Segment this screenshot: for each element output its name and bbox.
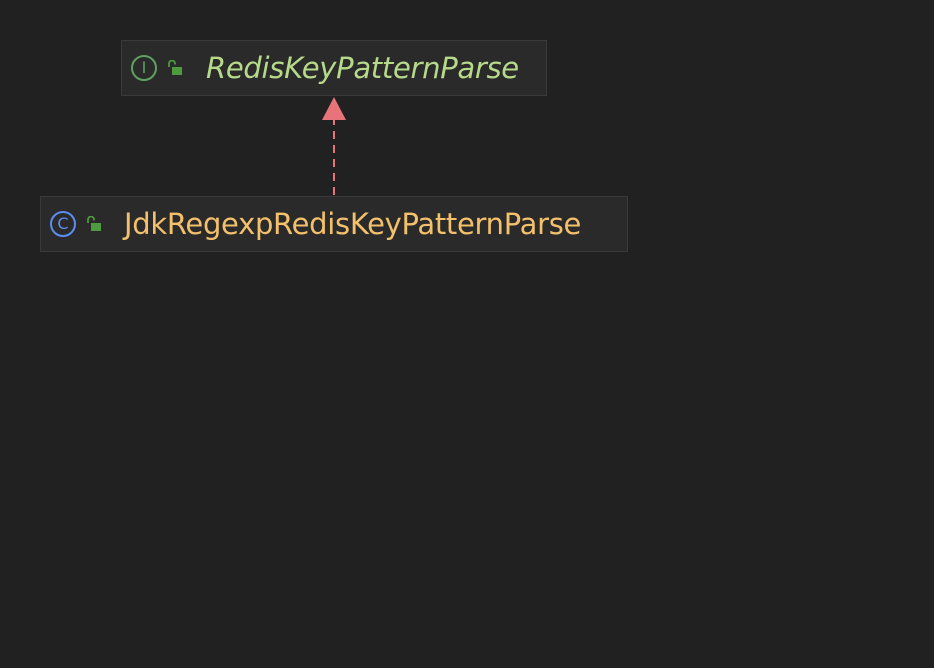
unlocked-padlock-icon bbox=[168, 60, 182, 75]
class-kind-icon: C bbox=[50, 211, 76, 237]
class-node[interactable]: C JdkRegexpRedisKeyPatternParse bbox=[40, 196, 628, 252]
hollow-triangle-arrowhead bbox=[322, 97, 346, 120]
unlocked-padlock-icon bbox=[87, 216, 101, 231]
class-name: JdkRegexpRedisKeyPatternParse bbox=[124, 207, 582, 241]
interface-node[interactable]: I RedisKeyPatternParse bbox=[121, 40, 547, 96]
interface-kind-icon: I bbox=[131, 55, 157, 81]
interface-name: RedisKeyPatternParse bbox=[206, 51, 519, 85]
